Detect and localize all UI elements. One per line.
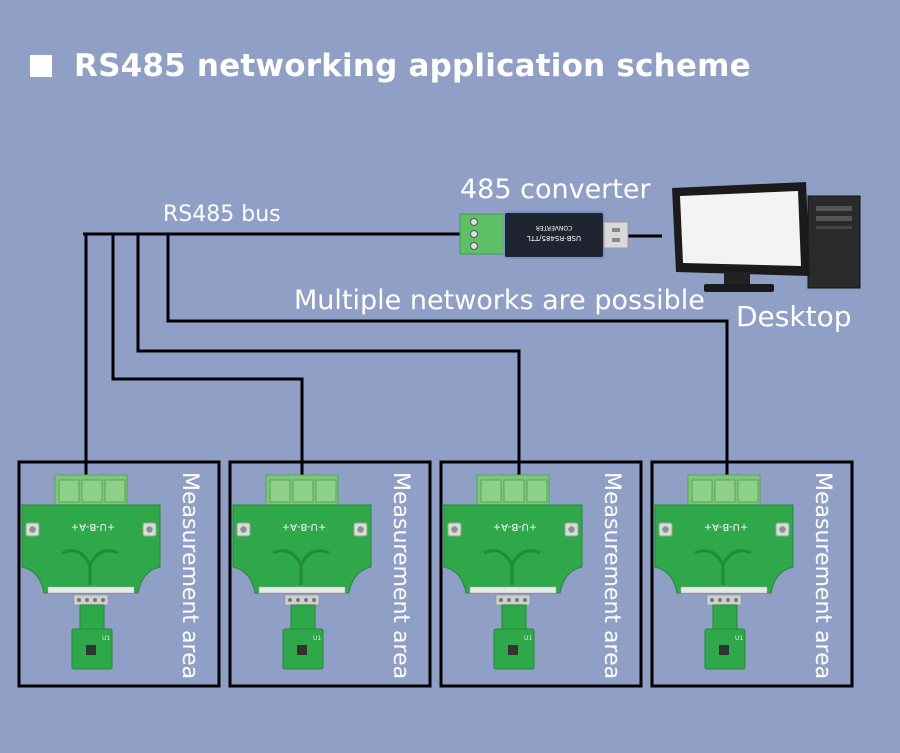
title-text: RS485 networking application scheme [74,48,751,84]
board-pin-label: +U-B-A+ [282,521,326,532]
rs485-bus-label: RS485 bus [163,202,281,227]
measurement-area-3: Measurement area [439,460,643,688]
measurement-area-label: Measurement area [177,472,202,679]
desktop-label: Desktop [736,300,852,333]
measurement-area-label: Measurement area [599,472,624,679]
title-bullet-square [30,55,52,77]
page-title: RS485 networking application scheme [30,44,751,88]
board-pin-label: +U-B-A+ [71,521,115,532]
converter-text-line2: CONVERTER [536,224,573,231]
measurement-area-4: Measurement area [650,460,854,688]
usb-rs485-converter: USB-RS485/TTL CONVERTER [459,211,629,259]
desktop-computer-icon [672,182,861,292]
converter-text-line1: USB-RS485/TTL [527,234,581,242]
multiple-networks-label: Multiple networks are possible [294,285,705,316]
converter-label: 485 converter [460,174,651,205]
measurement-area-label: Measurement area [810,472,835,679]
rs485-bus-wires [83,232,729,475]
board-pin-label: +U-B-A+ [704,521,748,532]
measurement-area-label: Measurement area [388,472,413,679]
measurement-area-2: Measurement area [228,460,432,688]
board-pin-label: +U-B-A+ [493,521,537,532]
measurement-area-1: Measurement area [17,460,221,688]
